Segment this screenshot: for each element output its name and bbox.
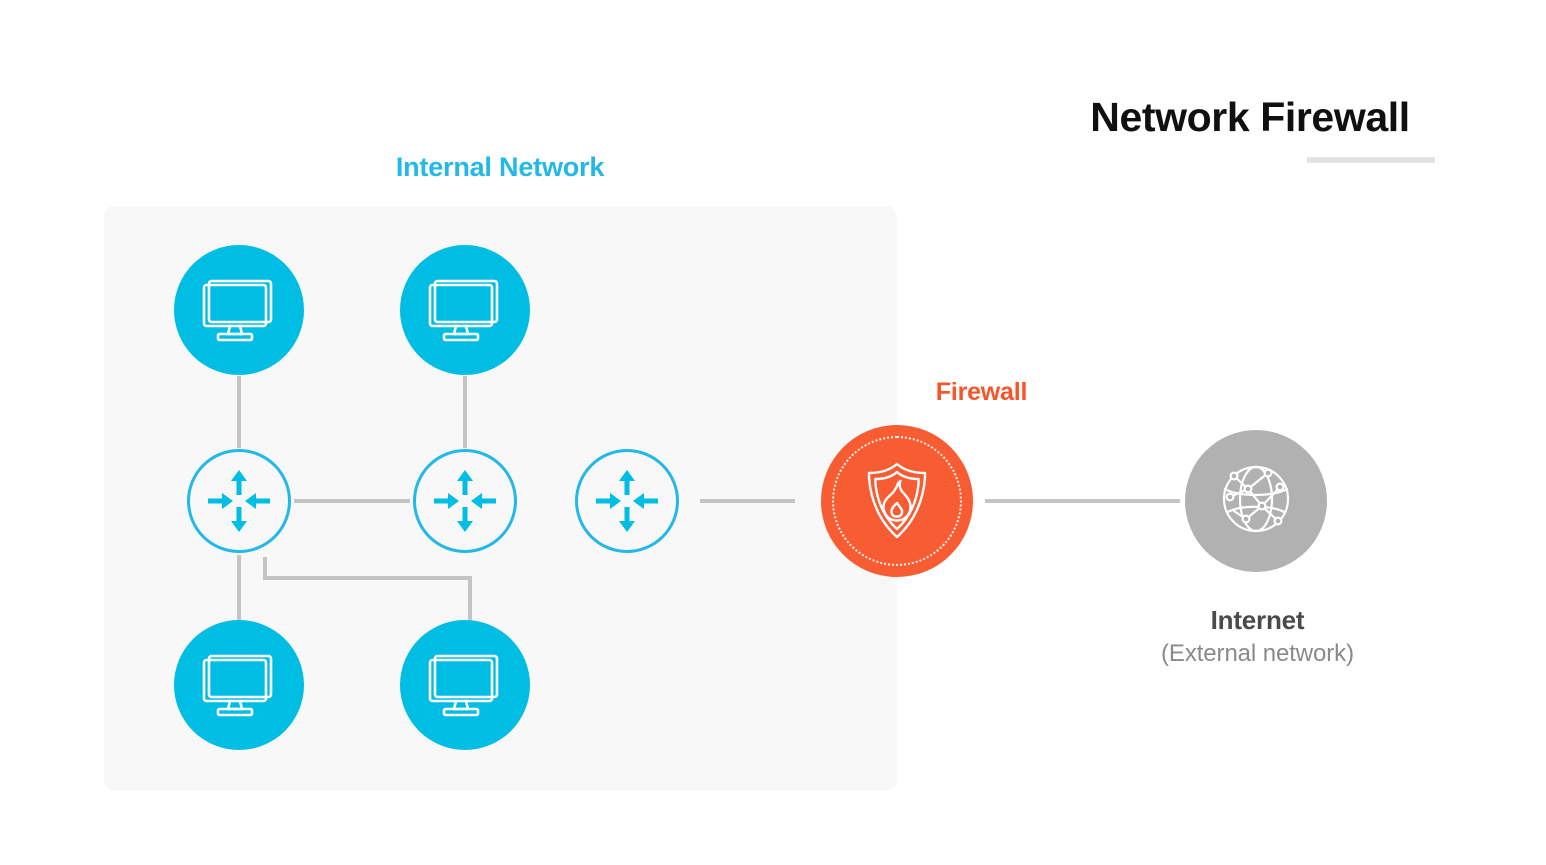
- workstation-top-right[interactable]: [400, 245, 530, 375]
- workstation-top-left[interactable]: [174, 245, 304, 375]
- desktop-monitor-icon: [427, 276, 503, 344]
- firewall-label: Firewall: [935, 378, 1028, 406]
- title-underline-bar: [1307, 157, 1435, 163]
- page-title: Network Firewall: [1090, 94, 1410, 140]
- router-arrows-icon: [592, 466, 662, 536]
- globe-network-icon: [1216, 459, 1296, 544]
- router-arrows-icon: [430, 466, 500, 536]
- desktop-monitor-icon: [201, 651, 277, 719]
- router-arrows-icon: [204, 466, 274, 536]
- workstation-bottom-left[interactable]: [174, 620, 304, 750]
- router-middle[interactable]: [413, 449, 517, 553]
- desktop-monitor-icon: [427, 651, 503, 719]
- internet-caption: Internet (External network): [1075, 603, 1440, 670]
- internet-node[interactable]: [1185, 430, 1327, 572]
- firewall-dotted-ring: [832, 436, 962, 566]
- workstation-bottom-right[interactable]: [400, 620, 530, 750]
- shield-flame-icon: [821, 425, 973, 577]
- router-right[interactable]: [575, 449, 679, 553]
- firewall-node[interactable]: [821, 425, 973, 577]
- page-title-block: Network Firewall: [1040, 94, 1460, 163]
- internet-subtitle: (External network): [1161, 640, 1354, 668]
- internet-title: Internet: [1210, 605, 1305, 635]
- internal-network-label: Internal Network: [395, 152, 605, 182]
- router-left[interactable]: [187, 449, 291, 553]
- desktop-monitor-icon: [201, 276, 277, 344]
